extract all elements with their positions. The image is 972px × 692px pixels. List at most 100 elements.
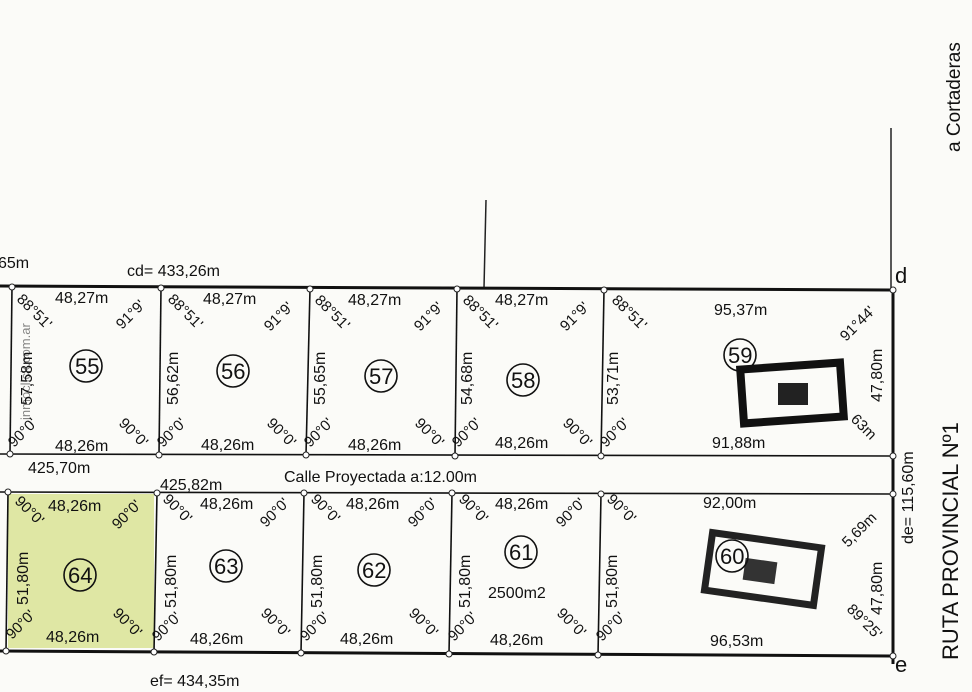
cd-label: cd= 433,26m (127, 263, 220, 280)
lot-58-top: 48,27m (495, 292, 548, 309)
lot-55-angle-tr: 91°9' (113, 297, 149, 333)
lot-60-angle-tl: 90°0' (603, 491, 639, 527)
lot-64-top: 48,26m (48, 498, 101, 515)
point-e-label: e (895, 652, 907, 677)
line-cd (0, 284, 894, 292)
lot-63-angle-tl: 90°0' (159, 491, 195, 527)
lot-63-number: 63 (214, 554, 238, 579)
div-64-63 (153, 492, 158, 653)
lot-56-top: 48,27m (203, 291, 256, 308)
lot-55-number: 55 (75, 354, 99, 379)
lot-55-top: 48,27m (55, 290, 108, 307)
lot-57-angle-tr: 91°9' (411, 299, 447, 335)
lot-61-number: 61 (509, 540, 533, 565)
lot-59-top: 95,37m (714, 302, 767, 319)
lot-59-number: 59 (728, 343, 752, 368)
lot-59-angle-tr: 91°44' (837, 303, 879, 345)
lot-62-number: 62 (362, 558, 386, 583)
lot-56-angle-tr: 91°9' (261, 299, 297, 335)
top-partial-label: 65m (0, 255, 29, 272)
lot-58-number: 58 (511, 368, 535, 393)
lot-56-number: 56 (221, 359, 245, 384)
building-60-mark (742, 557, 778, 585)
lot-60-top: 92,00m (703, 495, 756, 512)
lot-56-angle-tl: 88°51' (164, 291, 206, 333)
lot-58-bottom: 48,26m (495, 435, 548, 452)
lot-60-angle-tr: 5,69m (839, 509, 881, 551)
lot-58-angle-bl: 90°0' (449, 415, 485, 451)
div-55-56 (158, 287, 162, 456)
lot-55-side: 57,58m (19, 352, 36, 405)
lot-circles (63, 338, 757, 592)
div-left-64 (5, 491, 9, 652)
div-62-61 (448, 492, 453, 655)
lot-57-side: 55,65m (312, 352, 329, 405)
mid-left-label: 425,70m (28, 460, 90, 477)
div-63-62 (300, 492, 305, 654)
lot-61-bottom: 48,26m (490, 632, 543, 649)
lot-61-top: 48,26m (495, 496, 548, 513)
lot-61-angle-br: 90°0' (553, 605, 589, 641)
watermark: inmoclick.com.ar (18, 323, 33, 420)
lot-57-angle-br: 90°0' (411, 415, 447, 451)
top-row-bottom (0, 453, 894, 457)
div-57-58 (454, 288, 458, 457)
div-56-57 (305, 288, 311, 456)
lot-59-bottom: 91,88m (712, 435, 765, 452)
div-left-55 (9, 286, 13, 455)
lot-60-right-side: 47,80m (869, 562, 886, 615)
lot-63-angle-tr: 90°0' (257, 495, 293, 531)
lot-58-side: 54,68m (459, 352, 476, 405)
north-line (483, 199, 487, 289)
lot-63-top: 48,26m (200, 496, 253, 513)
lot-57-number: 57 (369, 364, 393, 389)
point-d-label: d (895, 263, 907, 288)
lot-62-angle-tl: 90°0' (307, 491, 343, 527)
lot-59-left-side: 53,71m (605, 352, 622, 405)
lot-60-number: 60 (720, 544, 744, 569)
lot-63-bottom: 48,26m (190, 631, 243, 648)
mid-right-label: 425,82m (160, 477, 222, 494)
lot-62-angle-br: 90°0' (405, 605, 441, 641)
div-58-59 (600, 289, 605, 457)
vertex-markers (2, 283, 897, 660)
lot-57-angle-tl: 88°51' (311, 292, 353, 334)
cortaderas-label: a Cortaderas (944, 42, 965, 152)
lot-62-angle-tr: 90°0' (405, 495, 441, 531)
lot-56-angle-br: 90°0' (263, 415, 299, 451)
lot-60-left-side: 51,80m (604, 555, 621, 608)
building-59 (735, 358, 849, 428)
lot-61-angle-tl: 90°0' (455, 491, 491, 527)
lot-56-side: 56,62m (165, 352, 182, 405)
building-60 (700, 528, 826, 610)
lot-63-angle-br: 90°0' (257, 605, 293, 641)
lot-58-angle-br: 90°0' (559, 415, 595, 451)
lot-58-angle-tr: 91°9' (557, 299, 593, 335)
lot-59-angle-tl: 88°51' (608, 292, 650, 334)
lot-61-angle-tr: 90°0' (553, 495, 589, 531)
lot-60-bottom: 96,53m (710, 633, 763, 650)
lot-64-number: 64 (68, 563, 92, 588)
building-59-mark (778, 383, 808, 405)
lot-55-angle-br: 90°0' (115, 415, 151, 451)
lot-63-side: 51,80m (163, 555, 180, 608)
de-label: de= 115,60m (900, 451, 917, 544)
lot-55-bottom: 48,26m (55, 438, 108, 455)
ruta-label: RUTA PROVINCIAL Nº1 (938, 422, 963, 660)
lot-64-highlight (8, 494, 154, 648)
lot-62-bottom: 48,26m (340, 631, 393, 648)
ef-label: ef= 434,35m (150, 673, 239, 690)
lot-59-right-side: 47,80m (869, 349, 886, 402)
lot-57-bottom: 48,26m (348, 437, 401, 454)
lot-62-top: 48,26m (346, 496, 399, 513)
lot-64-side: 51,80m (15, 552, 32, 605)
lot-62-side: 51,80m (309, 555, 326, 608)
lot-56-bottom: 48,26m (201, 437, 254, 454)
lot-59-angle-br: 63m (847, 411, 880, 444)
lot-61-area: 2500m2 (488, 585, 546, 602)
lot-57-top: 48,27m (348, 292, 401, 309)
road-label: Calle Proyectada a:12.00m (284, 469, 477, 486)
lot-64-bottom: 48,26m (46, 629, 99, 646)
bottom-row-top (0, 491, 894, 495)
